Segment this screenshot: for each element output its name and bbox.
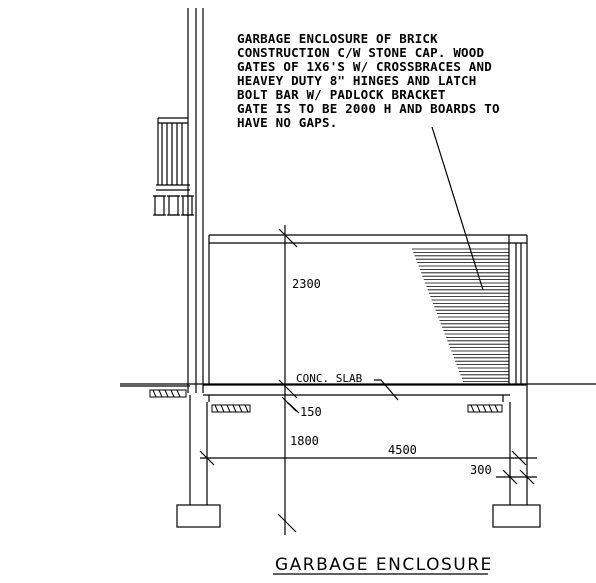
note-line-1: GARBAGE ENCLOSURE OF BRICK: [237, 31, 438, 46]
note-line-5: BOLT BAR W/ PADLOCK BRACKET: [237, 87, 446, 102]
width-dimension-label: 4500: [388, 443, 417, 457]
building-wall: [187, 8, 210, 393]
drawing-title: GARBAGE ENCLOSURE: [275, 555, 493, 575]
height-dimension-label: 2300: [292, 277, 321, 291]
right-foundation-wall: [509, 385, 528, 505]
height-dimension: [278, 225, 298, 399]
gate-boards: [412, 248, 509, 383]
footing-depth-label: 1800: [290, 434, 319, 448]
note-line-7: HAVE NO GAPS.: [237, 115, 337, 130]
left-footing: [176, 504, 221, 528]
right-footing: [492, 504, 541, 528]
note-line-6: GATE IS TO BE 2000 H AND BOARDS TO: [237, 101, 500, 116]
construction-note: GARBAGE ENCLOSURE OF BRICK CONSTRUCTION …: [237, 31, 500, 130]
gravel-hatch: [149, 389, 503, 413]
note-line-2: CONSTRUCTION C/W STONE CAP. WOOD: [237, 45, 484, 60]
note-line-4: HEAVEY DUTY 8" HINGES AND LATCH: [237, 73, 477, 88]
footing-width-dimension: [496, 469, 537, 485]
ground-line: [120, 383, 596, 387]
footing-width-label: 300: [470, 463, 492, 477]
slab-label: CONC. SLAB: [296, 372, 363, 385]
footing-depth-dimension: [277, 412, 297, 535]
slab-thickness-label: 150: [300, 405, 322, 419]
slab-label-leader: [374, 379, 399, 401]
note-leader-line: [431, 126, 484, 291]
slab-thickness-dimension: [281, 392, 300, 414]
stone-cap: [209, 234, 527, 244]
right-pier: [508, 235, 528, 385]
joist-ends: [153, 195, 194, 216]
left-foundation-wall: [189, 395, 208, 505]
note-line-3: GATES OF 1X6'S W/ CROSSBRACES AND: [237, 59, 492, 74]
concrete-slab: [203, 384, 527, 402]
width-dimension: [199, 450, 537, 466]
balcony-railing: [156, 117, 190, 191]
